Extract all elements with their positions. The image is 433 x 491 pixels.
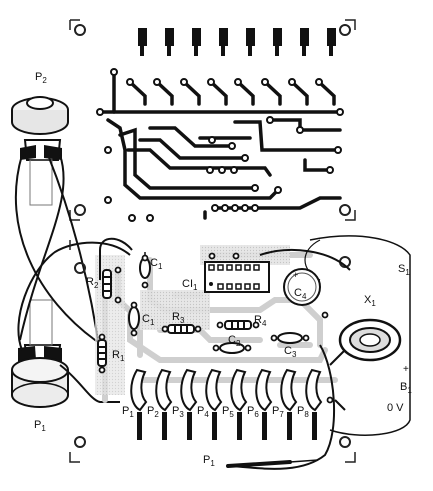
label-s1: S1: [398, 263, 410, 277]
label-battery-plus: +: [403, 364, 409, 375]
resistor-r4: [224, 320, 252, 330]
label-r2: R2: [86, 276, 99, 290]
label-c4: C4: [294, 287, 307, 301]
label-key-p6: P6: [247, 405, 259, 419]
potentiometer-p2: [11, 96, 69, 161]
resistor-r3: [167, 324, 195, 334]
label-ci1: CI1: [182, 278, 198, 292]
key-contacts: [130, 368, 323, 412]
board-wires: [99, 237, 351, 470]
label-key-p4: P4: [197, 405, 209, 419]
label-key-p7: P7: [272, 405, 284, 419]
label-x1: X1: [364, 294, 376, 308]
resistor-r2: [102, 269, 112, 299]
label-c2: C2: [228, 334, 241, 348]
top-pads: [96, 68, 344, 222]
label-b1: B1: [400, 381, 412, 395]
label-key-p2: P2: [147, 405, 159, 419]
label-c4-plus: +: [293, 270, 298, 280]
label-p1-bottom: P1: [34, 419, 46, 433]
label-key-p5: P5: [222, 405, 234, 419]
top-board: [69, 19, 356, 222]
resistor-r1: [97, 339, 107, 367]
label-r4: R4: [254, 314, 267, 328]
ic-ci1: [204, 261, 270, 293]
probe-p1: [226, 459, 319, 468]
capacitor-c2: [219, 342, 245, 354]
label-zero-volt: 0 V: [387, 402, 404, 414]
top-connector-pads: [138, 28, 336, 56]
capacitor-c1-lower: [128, 306, 140, 330]
component-labels: P2 P1 R2 R1 C1 C1 CI1 R3 R4 C2 C3 C4 + X…: [34, 71, 412, 468]
label-c1-upper: C1: [150, 257, 163, 271]
label-key-p3: P3: [172, 405, 184, 419]
label-r1: R1: [112, 349, 125, 363]
capacitor-c3: [277, 332, 303, 344]
key-pins: [137, 412, 317, 440]
label-c1-lower: C1: [142, 313, 155, 327]
label-p2-top: P2: [35, 71, 47, 85]
capacitor-c4: [283, 268, 321, 306]
label-key-p1: P1: [122, 405, 134, 419]
potentiometer-p1: [11, 344, 69, 408]
label-probe-p1: P1: [203, 454, 215, 468]
label-r3: R3: [172, 311, 185, 325]
bottom-pads: [98, 252, 334, 404]
label-key-p8: P8: [297, 405, 309, 419]
top-traces: [98, 70, 342, 220]
buzzer-x1: [329, 318, 402, 366]
label-c3: C3: [284, 345, 297, 359]
